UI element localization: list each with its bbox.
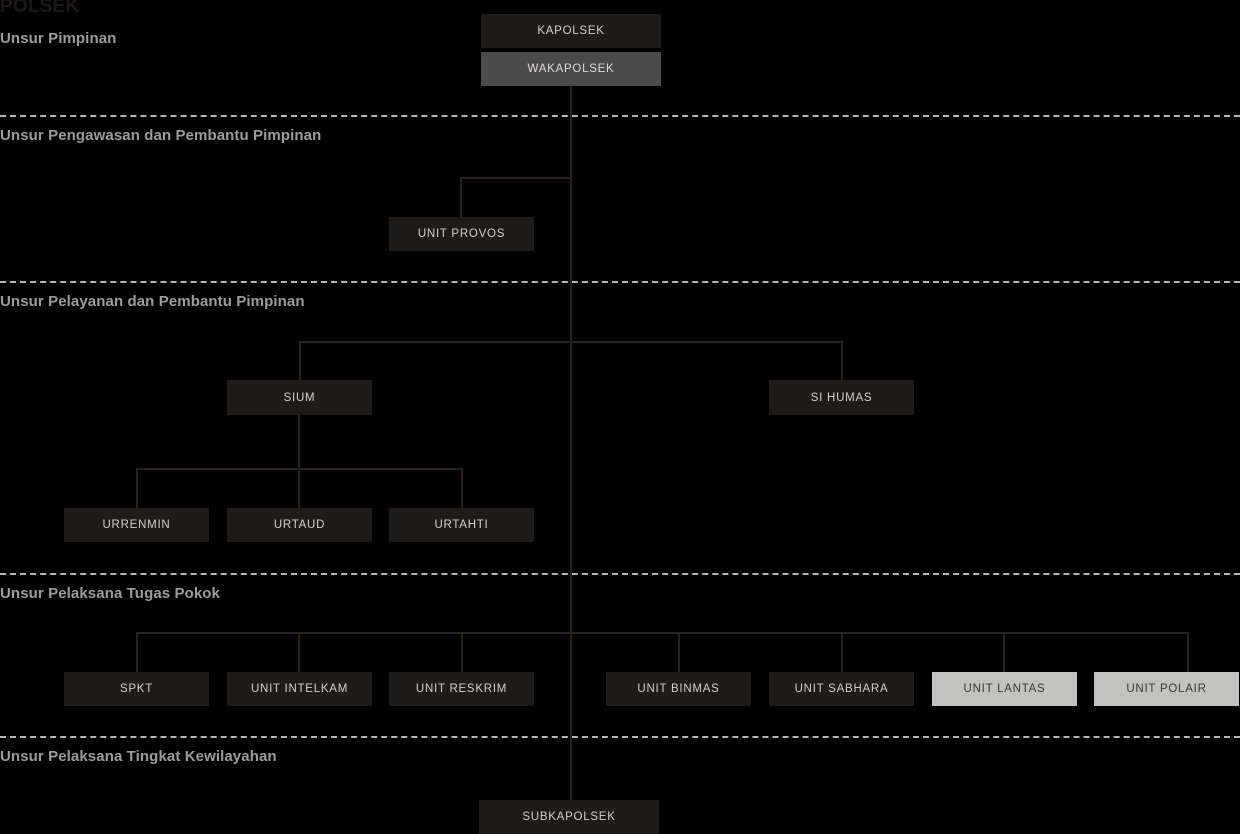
section-label-unsur-pelaksana-tugas-pokok: Unsur Pelaksana Tugas Pokok bbox=[0, 585, 221, 602]
node-kapolsek[interactable]: KAPOLSEK bbox=[481, 14, 661, 48]
node-si-humas[interactable]: SI HUMAS bbox=[769, 380, 914, 415]
section-divider-2 bbox=[0, 281, 1240, 283]
connector-v-unit-provos bbox=[460, 177, 462, 217]
node-spkt[interactable]: SPKT bbox=[64, 672, 209, 706]
section-divider-4 bbox=[0, 736, 1240, 738]
connector-v-unit-lantas bbox=[1003, 632, 1005, 672]
section-label-unsur-pelayanan-dan-pembantu-pimpinan: Unsur Pelayanan dan Pembantu Pimpinan bbox=[0, 293, 305, 310]
node-unit-lantas[interactable]: UNIT LANTAS bbox=[932, 672, 1077, 706]
node-unit-intelkam[interactable]: UNIT INTELKAM bbox=[227, 672, 372, 706]
node-subkapolsek[interactable]: SUBKAPOLSEK bbox=[479, 800, 659, 834]
connector-h-pelaksana-bar bbox=[136, 632, 1189, 634]
connector-v-sium bbox=[299, 341, 301, 381]
trunk-line-main bbox=[570, 86, 572, 800]
node-urtahti[interactable]: URTAHTI bbox=[389, 508, 534, 542]
connector-v-unit-intelkam bbox=[298, 632, 300, 672]
connector-v-si-humas bbox=[841, 341, 843, 381]
node-sium[interactable]: SIUM bbox=[227, 380, 372, 415]
section-label-unsur-pengawasan-dan-pembantu-pimpinan: Unsur Pengawasan dan Pembantu Pimpinan bbox=[0, 127, 322, 144]
connector-v-urtahti bbox=[461, 468, 463, 508]
connector-v-unit-sabhara bbox=[841, 632, 843, 672]
node-urtaud[interactable]: URTAUD bbox=[227, 508, 372, 542]
connector-v-urrenmin bbox=[136, 468, 138, 508]
connector-v-unit-polair bbox=[1187, 632, 1189, 672]
connector-v-unit-binmas bbox=[678, 632, 680, 672]
node-unit-provos[interactable]: UNIT PROVOS bbox=[389, 217, 534, 251]
node-unit-sabhara[interactable]: UNIT SABHARA bbox=[769, 672, 914, 706]
section-divider-3 bbox=[0, 573, 1240, 575]
node-unit-reskrim[interactable]: UNIT RESKRIM bbox=[389, 672, 534, 706]
node-wakapolsek[interactable]: WAKAPOLSEK bbox=[481, 52, 661, 86]
connector-v-spkt bbox=[136, 632, 138, 672]
connector-h-unit-provos bbox=[460, 177, 572, 179]
section-label-unsur-pelaksana-tingkat-kewilayahan: Unsur Pelaksana Tingkat Kewilayahan bbox=[0, 748, 277, 765]
connector-v-urtaud bbox=[298, 468, 300, 508]
section-divider-1 bbox=[0, 115, 1240, 117]
connector-h-pelayanan-bar bbox=[299, 341, 843, 343]
page-title: POLSEK bbox=[0, 0, 80, 17]
section-label-unsur-pimpinan: Unsur Pimpinan bbox=[0, 30, 117, 47]
node-urrenmin[interactable]: URRENMIN bbox=[64, 508, 209, 542]
connector-v-sium-down bbox=[298, 414, 300, 469]
node-unit-polair[interactable]: UNIT POLAIR bbox=[1094, 672, 1239, 706]
node-unit-binmas[interactable]: UNIT BINMAS bbox=[606, 672, 751, 706]
connector-v-unit-reskrim bbox=[461, 632, 463, 672]
